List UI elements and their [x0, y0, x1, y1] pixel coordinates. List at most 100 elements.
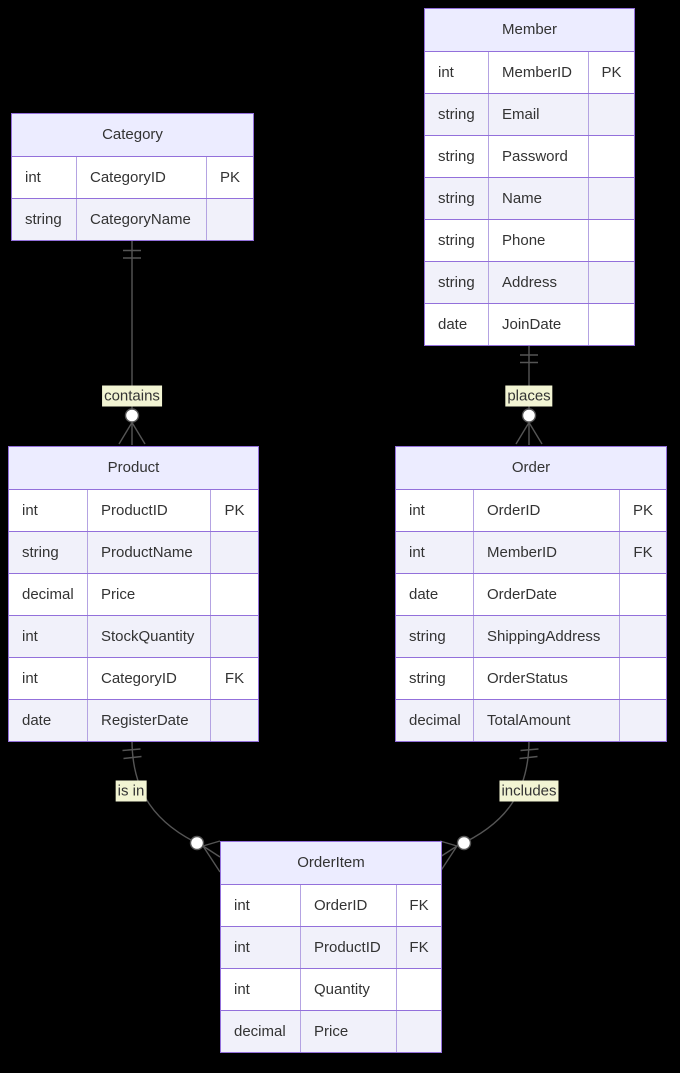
attribute-key-cell: FK	[633, 544, 653, 561]
attribute-type-cell: int	[396, 532, 474, 573]
zero-or-many-circle	[456, 835, 472, 851]
attribute-name-cell: StockQuantity	[88, 616, 211, 657]
attribute-type-cell: date	[396, 574, 474, 615]
attribute-key-cell	[589, 178, 634, 219]
attribute-name-cell: MemberID	[489, 52, 589, 93]
attribute-name-cell: Phone	[489, 220, 589, 261]
crow-foot-marker	[439, 840, 458, 873]
attribute-name-cell: Name	[489, 178, 589, 219]
attribute-key-cell: PK	[219, 169, 240, 186]
one-cardinality-marker	[122, 748, 142, 760]
attribute-name-cell: OrderStatus	[474, 658, 620, 699]
attribute-key-cell	[589, 262, 634, 303]
attribute-key-cell	[620, 616, 666, 657]
attribute-type-cell: int	[425, 52, 489, 93]
attribute-type-cell: string	[425, 262, 489, 303]
attribute-type-cell: int	[9, 658, 88, 699]
attribute-type-cell: string	[396, 658, 474, 699]
entity-title: OrderItem	[221, 842, 441, 884]
relationship-label-contains: contains	[102, 385, 162, 407]
relationship-category-product	[118, 240, 146, 445]
attribute-key-cell: PK	[601, 64, 622, 81]
attribute-name-cell: JoinDate	[489, 304, 589, 345]
attribute-key-cell: PK	[632, 502, 653, 519]
attribute-name-cell: ProductID	[301, 927, 397, 968]
attribute-type-cell: decimal	[396, 700, 474, 741]
attribute-key-cell	[589, 304, 634, 345]
attribute-type-cell: int	[221, 885, 301, 926]
one-cardinality-marker	[519, 748, 539, 760]
attribute-type-cell: string	[425, 136, 489, 177]
attribute-name-cell: OrderDate	[474, 574, 620, 615]
attribute-name-cell: OrderID	[301, 885, 397, 926]
attribute-type-cell: decimal	[9, 574, 88, 615]
attribute-type-cell: string	[396, 616, 474, 657]
crow-foot-marker	[118, 422, 146, 445]
attribute-type-cell: int	[396, 490, 474, 531]
one-cardinality-marker	[123, 249, 141, 259]
attribute-key-cell	[589, 220, 634, 261]
attribute-name-cell: Quantity	[301, 969, 397, 1010]
attribute-key-cell	[589, 136, 634, 177]
relationship-label-places: places	[505, 385, 553, 407]
attribute-name-cell: TotalAmount	[474, 700, 620, 741]
attribute-name-cell: OrderID	[474, 490, 620, 531]
attribute-name-cell: CategoryID	[77, 157, 207, 198]
attribute-name-cell: Password	[489, 136, 589, 177]
attribute-type-cell: string	[9, 532, 88, 573]
attribute-key-cell	[211, 700, 258, 741]
attribute-type-cell: string	[425, 94, 489, 135]
attribute-name-cell: MemberID	[474, 532, 620, 573]
zero-or-many-circle	[521, 408, 537, 423]
entity-title: Product	[9, 447, 258, 489]
attribute-key-cell	[620, 574, 666, 615]
attribute-type-cell: int	[9, 616, 88, 657]
entity-title: Order	[396, 447, 666, 489]
zero-or-many-circle	[124, 408, 140, 423]
attribute-key-cell	[620, 658, 666, 699]
attribute-type-cell: date	[9, 700, 88, 741]
attribute-name-cell: ProductID	[88, 490, 211, 531]
zero-or-many-circle	[189, 835, 205, 851]
attribute-key-cell	[397, 1011, 441, 1052]
attribute-key-cell: FK	[409, 897, 429, 914]
attribute-key-cell	[207, 199, 253, 240]
attribute-key-cell: FK	[224, 670, 245, 687]
attribute-type-cell: int	[221, 927, 301, 968]
attribute-type-cell: string	[12, 199, 77, 240]
one-cardinality-marker	[520, 354, 538, 364]
attribute-type-cell: string	[425, 178, 489, 219]
attribute-type-cell: int	[12, 157, 77, 198]
attribute-name-cell: RegisterDate	[88, 700, 211, 741]
attribute-name-cell: CategoryName	[77, 199, 207, 240]
entity-title: Member	[425, 9, 634, 51]
relationship-order-orderitem	[439, 739, 539, 873]
attribute-name-cell: Email	[489, 94, 589, 135]
attribute-key-cell	[397, 969, 441, 1010]
